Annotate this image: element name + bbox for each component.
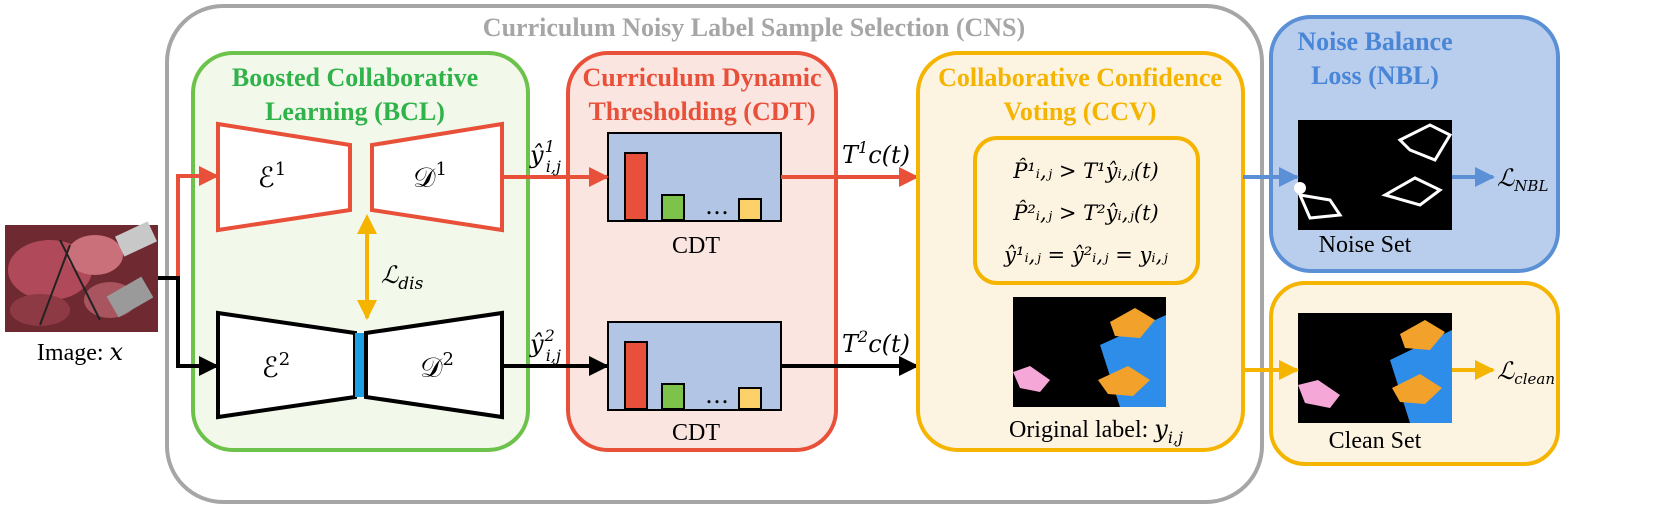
cdt-histogram-1 xyxy=(607,132,782,222)
original-label-image xyxy=(1013,297,1166,407)
cdt-histogram-2 xyxy=(607,321,782,411)
clean-set-image xyxy=(1298,313,1452,423)
nbl-title-line1: Noise Balance xyxy=(1297,27,1452,56)
hist1-bar-yellow xyxy=(738,198,762,221)
noise-set-label: Noise Set xyxy=(1319,232,1412,258)
clean-set-label: Clean Set xyxy=(1329,428,1422,454)
cdt-label-bottom: CDT xyxy=(672,420,720,446)
hist1-bar-green xyxy=(661,194,685,221)
hist2-bar-green xyxy=(661,383,685,410)
encoder-2-symbol: ℰ2 xyxy=(262,349,290,384)
cdt-title-line1: Curriculum Dynamic xyxy=(582,63,821,92)
ccv-condition-1: P̂¹ᵢ,ⱼ > T¹ŷᵢ,ⱼ(t) xyxy=(1012,159,1159,183)
bcl-title-line1: Boosted Collaborative xyxy=(232,63,478,92)
input-image xyxy=(5,221,158,332)
ccv-title-line2: Voting (CCV) xyxy=(1004,97,1157,126)
ccv-conditions-box xyxy=(973,136,1200,285)
nbl-loss-label: ℒNBL xyxy=(1497,164,1548,195)
input-image-label: Image: x xyxy=(37,338,124,366)
cns-title: Curriculum Noisy Label Sample Selection … xyxy=(483,13,1025,42)
encoder-1-symbol: ℰ1 xyxy=(258,159,286,194)
decoder-2 xyxy=(364,310,504,420)
threshold1-label: T1c(t) xyxy=(842,138,910,169)
hist2-bar-yellow xyxy=(738,387,762,410)
ccv-title-line1: Collaborative Confidence xyxy=(938,63,1222,92)
hist1-bar-red xyxy=(624,152,648,221)
encoder-1 xyxy=(216,121,352,233)
clean-loss-label: ℒclean xyxy=(1497,357,1555,388)
cdt-title-line2: Thresholding (CDT) xyxy=(588,97,815,126)
dis-loss-label: ℒdis xyxy=(381,261,424,294)
decoder-1-symbol: 𝒟1 xyxy=(413,159,447,194)
nbl-title-line2: Loss (NBL) xyxy=(1311,61,1439,90)
hist2-ellipsis: … xyxy=(705,381,729,409)
original-label-caption: Original label: yi,j xyxy=(1009,415,1183,447)
decoder-1 xyxy=(370,121,504,233)
cdt-label-top: CDT xyxy=(672,233,720,259)
latent-link xyxy=(355,333,366,397)
ccv-condition-2: P̂²ᵢ,ⱼ > T²ŷᵢ,ⱼ(t) xyxy=(1012,201,1159,225)
decoder-2-symbol: 𝒟2 xyxy=(420,349,454,384)
bcl-title-line2: Learning (BCL) xyxy=(265,97,445,126)
ccv-condition-3: ŷ¹ᵢ,ⱼ = ŷ²ᵢ,ⱼ = yᵢ,ⱼ xyxy=(1003,243,1168,267)
threshold2-label: T2c(t) xyxy=(842,327,910,358)
noise-set-image xyxy=(1294,120,1453,230)
hist2-bar-red xyxy=(624,341,648,410)
hist1-ellipsis: … xyxy=(705,192,729,220)
input-arrow-2 xyxy=(158,276,219,376)
